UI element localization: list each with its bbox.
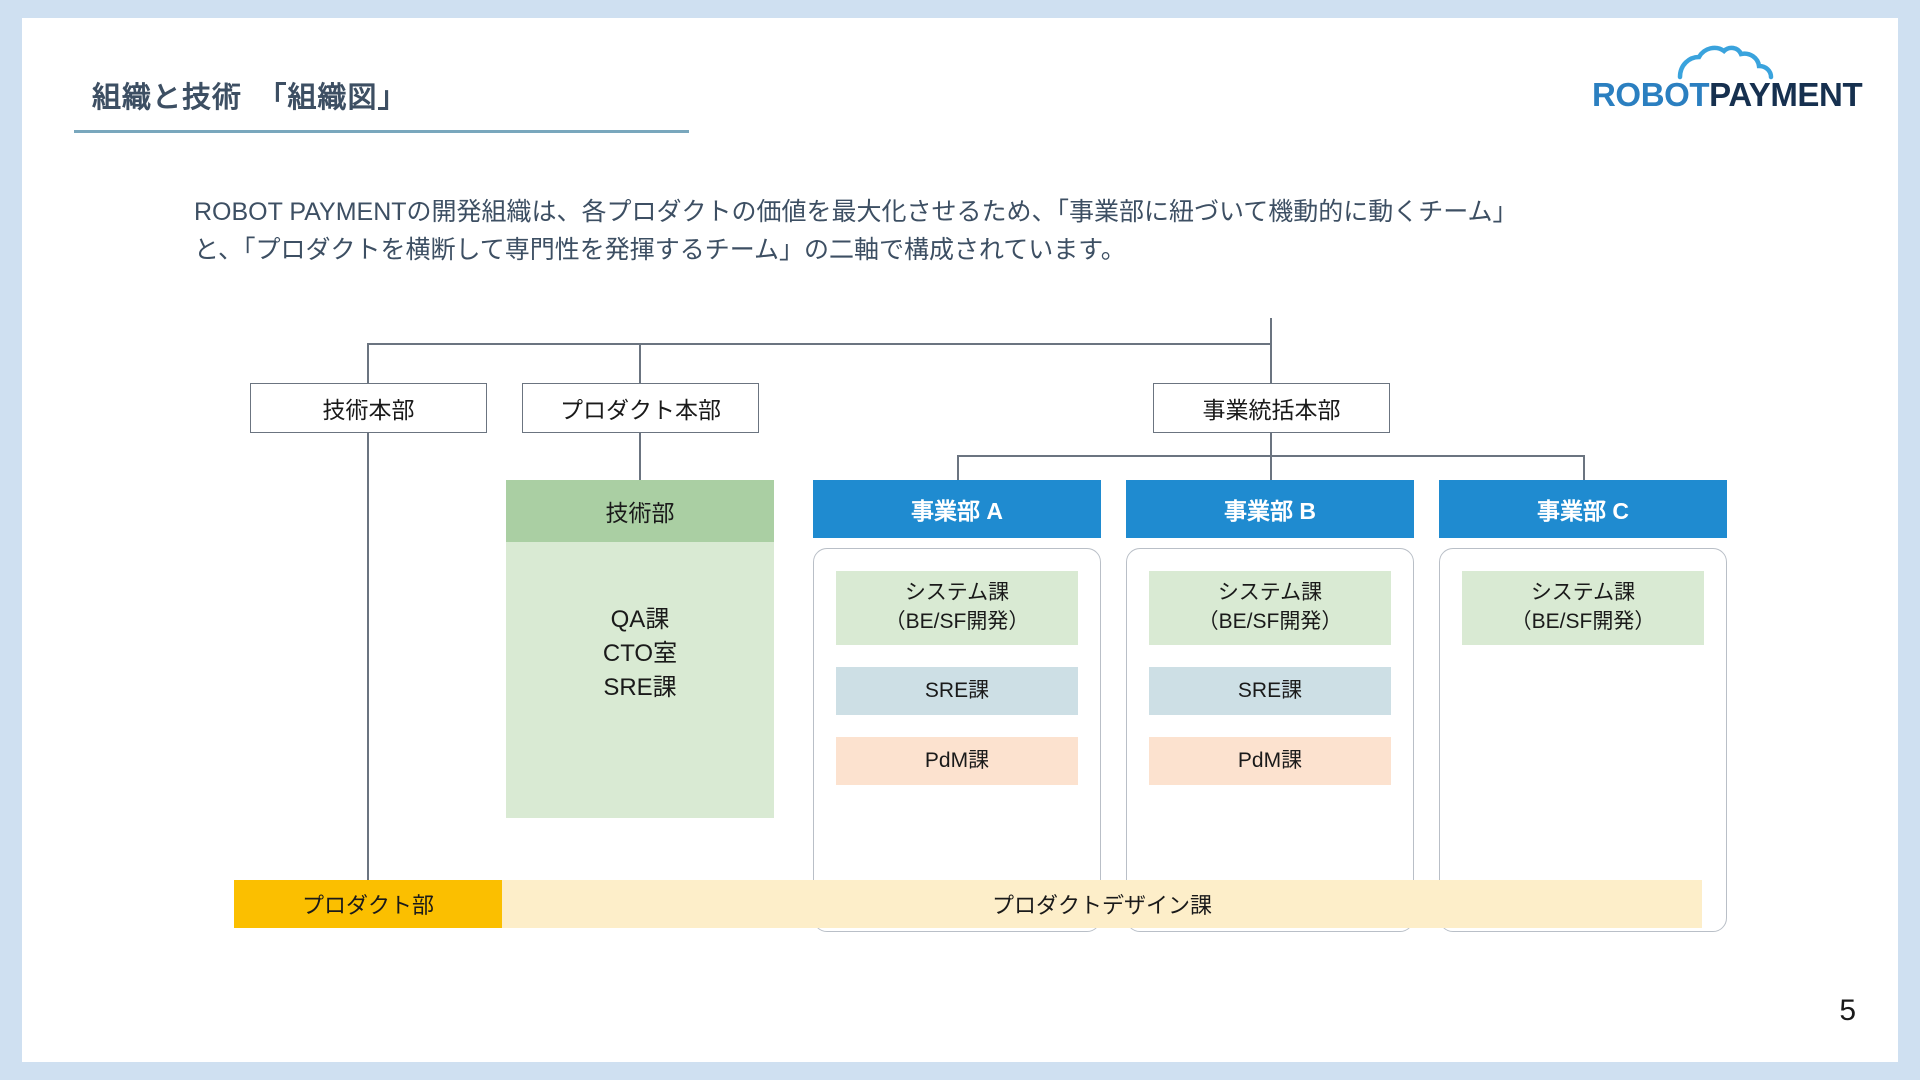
unit-sre-a[interactable]: SRE課 (836, 667, 1078, 715)
tech-department-unit-list: QA課 CTO室 SRE課 (603, 603, 677, 705)
tech-department-header: 技術部 (506, 480, 774, 542)
business-division-a[interactable]: 事業部 A システム課 （BE/SF開発） SRE課 PdM課 (813, 480, 1101, 932)
business-division-a-header: 事業部 A (813, 480, 1101, 538)
hq-box-business[interactable]: 事業統括本部 (1153, 383, 1390, 433)
logo-wordmark: ROBOTPAYMENT (1592, 76, 1860, 114)
logo-text-robot: ROBOT (1592, 76, 1709, 113)
lead-line-1: ROBOT PAYMENTの開発組織は、各プロダクトの価値を最大化させるため、「… (194, 193, 1724, 231)
business-division-b-card: システム課 （BE/SF開発） SRE課 PdM課 (1126, 548, 1414, 932)
lead-paragraph: ROBOT PAYMENTの開発組織は、各プロダクトの価値を最大化させるため、「… (194, 193, 1724, 269)
tech-department-units: QA課 CTO室 SRE課 (506, 542, 774, 818)
connector-drop-division-c (1583, 455, 1585, 480)
unit-sre-b[interactable]: SRE課 (1149, 667, 1391, 715)
hq-box-product[interactable]: プロダクト本部 (522, 383, 759, 433)
business-division-c-header: 事業部 C (1439, 480, 1727, 538)
unit-system-c[interactable]: システム課 （BE/SF開発） (1462, 571, 1704, 645)
tech-department-column[interactable]: 技術部 QA課 CTO室 SRE課 (506, 480, 774, 818)
connector-drop-division-a (957, 455, 959, 480)
title-underline (74, 130, 689, 133)
business-division-c-card: システム課 （BE/SF開発） (1439, 548, 1727, 932)
unit-pdm-a[interactable]: PdM課 (836, 737, 1078, 785)
connector-root-stem (1270, 318, 1272, 344)
connector-drop-gijutsu-hq (367, 343, 369, 383)
hq-box-business-label: 事業統括本部 (1203, 391, 1341, 425)
product-department-box[interactable]: プロダクト部 (234, 880, 502, 928)
connector-product-hq-to-gijutsubu (639, 433, 641, 480)
connector-drop-division-b (1270, 455, 1272, 480)
connector-business-hq-stem (1270, 433, 1272, 455)
hq-box-product-label: プロダクト本部 (560, 391, 721, 425)
slide-canvas: 組織と技術 「組織図」 ROBOTPAYMENT ROBOT PAYMENTの開… (22, 18, 1898, 1062)
unit-system-a[interactable]: システム課 （BE/SF開発） (836, 571, 1078, 645)
hq-box-gijutsu[interactable]: 技術本部 (250, 383, 487, 433)
logo: ROBOTPAYMENT (1592, 44, 1860, 112)
cross-functional-band: プロダクト部 プロダクトデザイン課 (234, 880, 1702, 928)
unit-pdm-b[interactable]: PdM課 (1149, 737, 1391, 785)
connector-top-bus (367, 343, 1272, 345)
connector-drop-product-hq (639, 343, 641, 383)
unit-system-b[interactable]: システム課 （BE/SF開発） (1149, 571, 1391, 645)
logo-text-payment: PAYMENT (1709, 76, 1862, 113)
hq-box-gijutsu-label: 技術本部 (323, 391, 415, 425)
connector-drop-business-hq (1270, 343, 1272, 383)
cloud-icon (1676, 44, 1786, 80)
product-design-section-box[interactable]: プロダクトデザイン課 (502, 880, 1702, 928)
page-number: 5 (1839, 994, 1856, 1028)
business-division-c[interactable]: 事業部 C システム課 （BE/SF開発） (1439, 480, 1727, 932)
business-division-a-card: システム課 （BE/SF開発） SRE課 PdM課 (813, 548, 1101, 932)
connector-gijutsu-hq-to-band (367, 433, 369, 880)
business-division-b[interactable]: 事業部 B システム課 （BE/SF開発） SRE課 PdM課 (1126, 480, 1414, 932)
lead-line-2: と、「プロダクトを横断して専門性を発揮するチーム」の二軸で構成されています。 (194, 231, 1724, 269)
business-division-b-header: 事業部 B (1126, 480, 1414, 538)
page-title: 組織と技術 「組織図」 (92, 74, 408, 116)
